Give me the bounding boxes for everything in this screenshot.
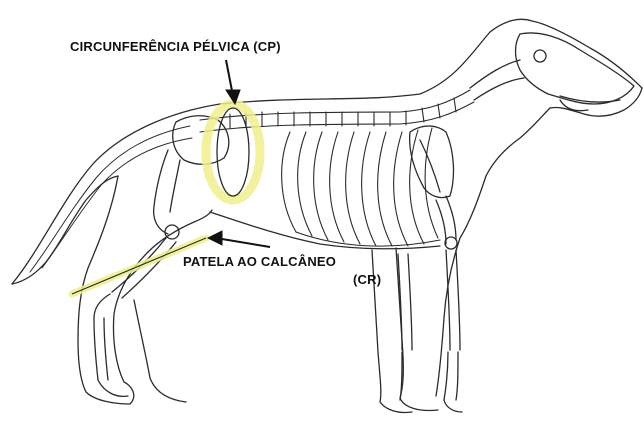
patella-arrow — [208, 231, 270, 247]
pelvic-circumference-label: CIRCUNFERÊNCIA PÉLVICA (CP) — [70, 39, 281, 54]
pelvic-arrow — [226, 60, 240, 104]
body-outline — [12, 19, 642, 412]
patella-calcaneus-label: PATELA AO CALCÂNEO — [183, 254, 336, 269]
pelvic-circumference-highlight — [206, 104, 260, 200]
skull — [470, 33, 634, 111]
patella-calcaneus-abbreviation: (CR) — [353, 272, 381, 287]
ribcage — [282, 128, 440, 246]
forelimb-bones — [398, 196, 462, 412]
